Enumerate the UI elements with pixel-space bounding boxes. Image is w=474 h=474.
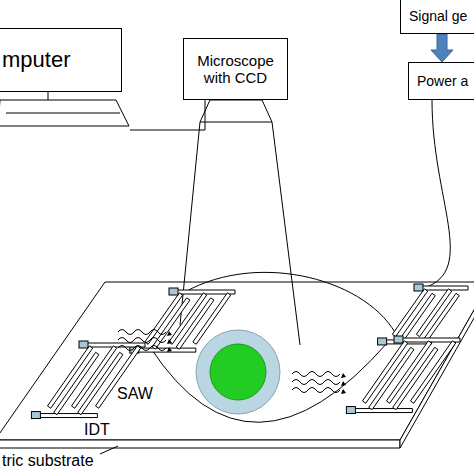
saw-wave — [118, 330, 166, 335]
droplet-outer — [196, 330, 280, 414]
idt-pad — [378, 338, 387, 345]
saw-waves — [118, 330, 346, 395]
idt-pad — [169, 288, 178, 295]
saw-wave — [292, 372, 340, 377]
node-text: Microscope with CCD — [184, 52, 287, 87]
saw-arrowhead — [341, 389, 346, 394]
saw-arrowhead — [167, 331, 172, 336]
computer: mputer — [0, 28, 130, 138]
idt-finger — [386, 341, 431, 403]
computer-screen: mputer — [0, 28, 122, 92]
idt-finger — [37, 414, 97, 418]
idt-group — [31, 284, 468, 419]
saw-arrowhead — [341, 373, 346, 378]
view-line — [180, 122, 200, 325]
substrate-edge — [0, 440, 400, 448]
microscope-box: Microscope with CCD — [183, 38, 288, 100]
node-text: Power a — [417, 73, 468, 89]
wire — [185, 272, 398, 338]
idt-finger — [424, 293, 459, 341]
saw-wave — [292, 388, 340, 393]
idt-finger — [71, 346, 116, 408]
substrate-label: tric substrate — [2, 452, 94, 470]
idt-pad — [414, 284, 423, 291]
idt-finger — [410, 341, 455, 403]
power-amplifier-box: Power a — [408, 62, 474, 100]
idt-finger — [47, 346, 92, 408]
arrow-shape — [431, 34, 453, 62]
idt-pad — [346, 407, 355, 414]
substrate-plate — [0, 282, 474, 440]
idt-finger — [420, 286, 468, 290]
idt-finger — [352, 409, 412, 413]
signal-generator-box: Signal ge — [400, 0, 474, 34]
saw-wave — [118, 346, 166, 351]
keyboard — [0, 100, 129, 126]
node-text: mputer — [2, 47, 70, 72]
idt-finger — [193, 293, 231, 344]
node-text: Signal ge — [409, 8, 467, 24]
saw-label: SAW — [117, 385, 153, 403]
droplet-inner — [210, 344, 266, 400]
idt-label: IDT — [84, 421, 110, 439]
wire — [150, 342, 388, 422]
objective — [200, 100, 272, 122]
saw-arrowhead — [341, 381, 346, 386]
idt-pad — [79, 341, 88, 348]
computer-stand — [48, 92, 49, 100]
computer-base — [0, 28, 130, 138]
saw-arrowhead — [167, 347, 172, 352]
keyboard-line — [6, 113, 120, 114]
saw-wave — [292, 380, 340, 385]
idt-pad — [394, 336, 403, 343]
signal-arrow — [431, 34, 453, 62]
saw-arrowhead — [167, 339, 172, 344]
wire — [424, 100, 450, 288]
leader-line — [100, 446, 118, 454]
view-line — [272, 122, 300, 345]
idt-finger — [362, 341, 407, 403]
saw-wave — [118, 338, 166, 343]
cable-line — [130, 100, 205, 130]
idt-pad — [31, 412, 40, 419]
